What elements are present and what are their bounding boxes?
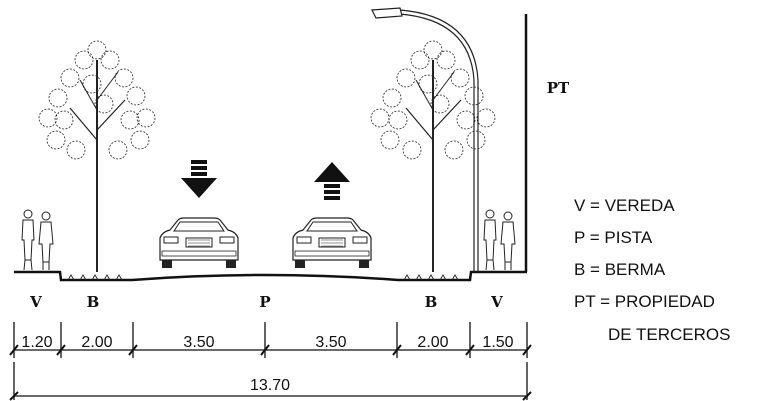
label-p: P [259,293,270,311]
legend-v: V = VEREDA [574,196,675,215]
dimension-line-segments [9,322,532,358]
legend-b: B = BERMA [574,260,666,279]
dim-2-00-left: 2.00 [81,334,112,351]
legend-p: P = PISTA [574,228,653,247]
car-left [159,217,239,269]
legend-pt: PT = PROPIEDAD [574,292,715,311]
grass-tufts [67,274,459,281]
dim-2-00-right: 2.00 [417,334,448,351]
dim-3-50-left: 3.50 [183,334,214,351]
label-b-left: B [87,293,100,311]
arrow-up-icon [314,162,350,200]
label-pt: PT [547,79,570,97]
pedestrians-right [483,209,516,271]
tree-left [38,40,156,272]
dim-3-50-right: 3.50 [315,334,346,351]
label-v-left: V [29,293,42,311]
car-right [292,217,372,269]
arrow-down-icon [181,160,217,198]
dim-total: 13.70 [250,377,290,394]
legend-pt-continued: DE TERCEROS [608,325,731,344]
ground-profile [14,270,527,282]
dim-1-20: 1.20 [21,334,52,351]
dimension-line-total [9,362,532,401]
label-v-right: V [490,293,503,311]
pedestrians-left [21,209,54,271]
dim-1-50: 1.50 [482,334,513,351]
label-b-right: B [425,293,438,311]
tree-right [370,40,496,272]
street-lamp [371,7,479,272]
